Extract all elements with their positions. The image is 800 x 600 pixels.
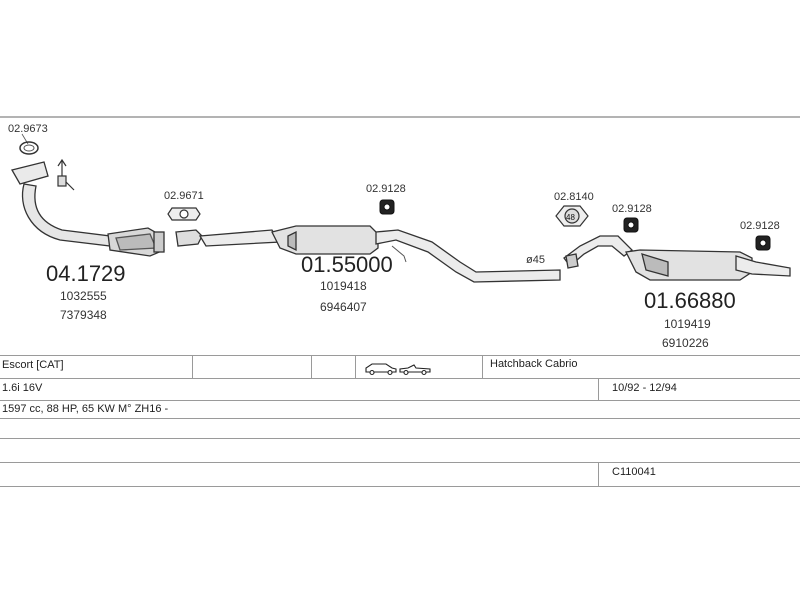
part-label-clamp: 02.8140 — [554, 191, 594, 203]
rear-box-ref1: 1019419 — [664, 317, 711, 331]
part-label-hanger-1: 02.9128 — [366, 183, 406, 195]
rubber-hanger-icon — [623, 217, 639, 233]
rear-box-ref2: 6910226 — [662, 336, 709, 350]
table-rule — [0, 378, 800, 379]
table-rule — [0, 438, 800, 439]
front-pipe-ref1: 1032555 — [60, 289, 107, 303]
table-divider — [311, 355, 312, 378]
cabrio-icon — [399, 364, 431, 376]
gasket-ring-inner — [23, 144, 35, 152]
catalog-number: C110041 — [612, 466, 656, 478]
table-divider — [598, 378, 599, 400]
rear-pipe-with-silencer — [563, 235, 791, 281]
rubber-hanger-icon — [755, 235, 771, 251]
part-label-hanger-2: 02.9128 — [612, 203, 652, 215]
part-label-hanger-3: 02.9128 — [740, 220, 780, 232]
front-pipe-ref2: 7379348 — [60, 308, 107, 322]
pipe-diameter-label: ø45 — [526, 254, 545, 266]
front-pipe-code: 04.1729 — [46, 261, 126, 286]
body-types: Hatchback Cabrio — [490, 358, 578, 370]
table-rule — [0, 418, 800, 419]
table-rule — [0, 400, 800, 401]
center-box-code: 01.55000 — [301, 252, 393, 277]
engine-specs: 1597 cc, 88 HP, 65 KW M° ZH16 - — [2, 403, 169, 415]
table-divider — [598, 462, 599, 486]
rear-box-code: 01.66880 — [644, 288, 736, 313]
table-rule — [0, 462, 800, 463]
table-rule — [0, 355, 800, 356]
vehicle-model: Escort [CAT] — [2, 359, 64, 371]
gasket-ring — [19, 141, 39, 155]
table-divider — [355, 355, 356, 378]
flange-gasket-icon — [167, 207, 201, 221]
production-years: 10/92 - 12/94 — [612, 382, 677, 394]
part-label-gasket-mid: 02.9671 — [164, 190, 204, 202]
center-box-ref1: 1019418 — [320, 279, 367, 293]
table-divider — [192, 355, 193, 378]
center-pipe-with-silencer — [175, 225, 561, 283]
center-box-ref2: 6946407 — [320, 300, 367, 314]
front-pipe-with-catalyst — [11, 161, 165, 257]
table-rule — [0, 486, 800, 487]
car-body-icons — [365, 363, 431, 376]
rubber-hanger-icon — [379, 199, 395, 215]
lambda-sensor-icon — [57, 158, 75, 191]
hatchback-icon — [365, 363, 397, 376]
clamp-size-label: 48 — [566, 213, 575, 222]
engine-label: 1.6i 16V — [2, 382, 43, 394]
clamp-icon — [555, 205, 589, 227]
part-label-gasket-top: 02.9673 — [8, 123, 48, 135]
table-divider — [482, 355, 483, 378]
